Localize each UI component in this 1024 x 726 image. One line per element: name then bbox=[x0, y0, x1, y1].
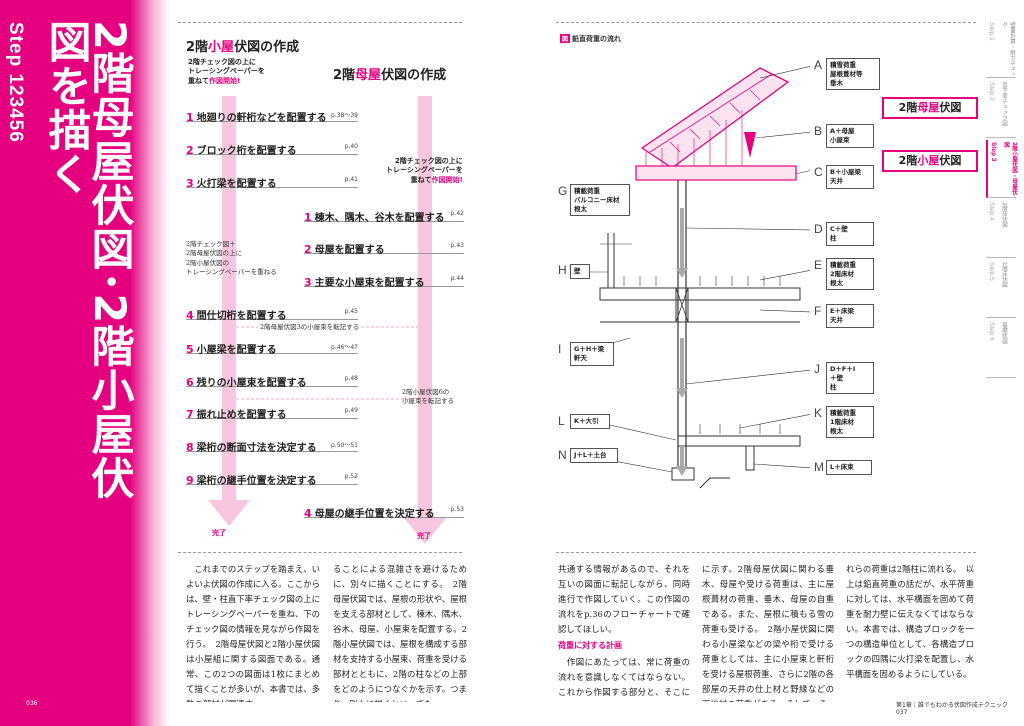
box-a: 積雪荷重屋根葺材等垂木 bbox=[826, 58, 880, 91]
left-body-col2: ることによる混雑さを避けるために、別々に描くことにする。 2階母屋伏図では、屋根… bbox=[333, 564, 467, 702]
left-body-col1: これまでのステップを踏まえ、いよいよ伏図の作成に入る。ここからは、壁・柱直下率チ… bbox=[186, 564, 320, 702]
right-body-col2: に示す。2階母屋伏図に関わる垂木、母屋や受ける荷重は、主に屋根葺材の荷重、垂木、… bbox=[702, 564, 834, 702]
chapter-title: 2階母屋伏図･2階小屋伏図を描く bbox=[41, 20, 134, 501]
label-f: F bbox=[814, 304, 822, 318]
right-top-dashed-rule bbox=[556, 22, 976, 23]
moya-arrow-head bbox=[404, 518, 446, 544]
label-g: G bbox=[558, 184, 568, 198]
transfer-note-2: 2階小屋伏図6の 小屋束を転記する bbox=[402, 388, 454, 406]
label-a: A bbox=[814, 58, 823, 72]
koya-plan-box: 2階小屋伏図 bbox=[882, 150, 978, 172]
box-b: A＋母屋小屋束 bbox=[826, 124, 874, 148]
box-d: C＋壁柱 bbox=[826, 222, 874, 246]
koya-start-note: 2階チェック図の上に トレーシングペーパーを 重ねて作図開始! bbox=[188, 58, 265, 85]
section-drawing bbox=[587, 66, 810, 489]
label-j: J bbox=[814, 362, 820, 376]
label-k: K bbox=[814, 406, 823, 420]
label-l: L bbox=[558, 414, 565, 428]
label-n: N bbox=[558, 448, 567, 462]
box-f: E＋床梁天井 bbox=[826, 304, 874, 328]
koya-heading: 2階小屋伏図の作成 bbox=[186, 40, 300, 55]
overlay-note: 2階チェック図＋ 2階母屋伏図の上に 2階小屋伏図の トレーシングペーパーを重ね… bbox=[186, 240, 277, 277]
label-i: I bbox=[558, 342, 562, 356]
label-e: E bbox=[814, 258, 823, 272]
mid-dashed-rule bbox=[178, 552, 462, 553]
label-b: B bbox=[814, 124, 823, 138]
right-body-col1: 共通する情報があるので、それを互いの図面に転記しながら、同時進行で作図していく。… bbox=[558, 564, 690, 702]
moya-start-note: 2階チェック図の上に トレーシングペーパーを 重ねて作図開始! bbox=[386, 157, 463, 184]
transfer-note-1: 2階母屋伏図3の小屋束を転記する bbox=[258, 323, 362, 333]
moya-flow-arrow bbox=[418, 96, 432, 524]
magenta-band bbox=[0, 0, 130, 726]
magenta-fade bbox=[130, 0, 170, 726]
page-number-left: 036 bbox=[26, 700, 38, 707]
moya-complete-label: 完了 bbox=[417, 532, 431, 540]
label-c: C bbox=[814, 165, 823, 179]
moya-plan-box: 2階母屋伏図 bbox=[882, 97, 978, 119]
top-dashed-rule bbox=[178, 22, 462, 23]
step-label: Step 123456 bbox=[5, 22, 26, 143]
box-j: D＋F＋I＋壁柱 bbox=[826, 362, 874, 395]
box-m: L＋床束 bbox=[826, 460, 872, 475]
box-n: J＋L＋土台 bbox=[570, 448, 618, 463]
koya-arrow-head bbox=[208, 500, 250, 526]
koya-complete-label: 完了 bbox=[212, 529, 226, 537]
box-h: 壁 bbox=[570, 264, 590, 279]
transfer-arrow-2 bbox=[236, 398, 418, 400]
page-footer-right: 第1章｜誰でもわかる伏図作成テクニック 037 bbox=[896, 702, 1014, 716]
box-c: B＋小屋梁天井 bbox=[826, 165, 874, 189]
right-mid-dashed-rule bbox=[556, 552, 976, 553]
koya-flow-arrow bbox=[222, 96, 236, 506]
figure-title: 図鉛直荷重の流れ bbox=[560, 34, 622, 43]
label-h: H bbox=[558, 263, 567, 277]
moya-heading: 2階母屋伏図の作成 bbox=[333, 68, 447, 83]
load-plan-subhead: 荷重に対する計画 bbox=[558, 640, 622, 650]
label-d: D bbox=[814, 222, 823, 236]
box-i: G＋H＋梁軒天 bbox=[570, 342, 614, 366]
box-g: 積載荷重バルコニー床材根太 bbox=[570, 184, 630, 217]
right-body-col3: れらの荷重は2階柱に流れる。 以上は鉛直荷重の話だが、水平荷重に対しては、水平構… bbox=[846, 564, 974, 679]
box-l: K＋大引 bbox=[570, 414, 610, 429]
label-m: M bbox=[814, 460, 824, 474]
